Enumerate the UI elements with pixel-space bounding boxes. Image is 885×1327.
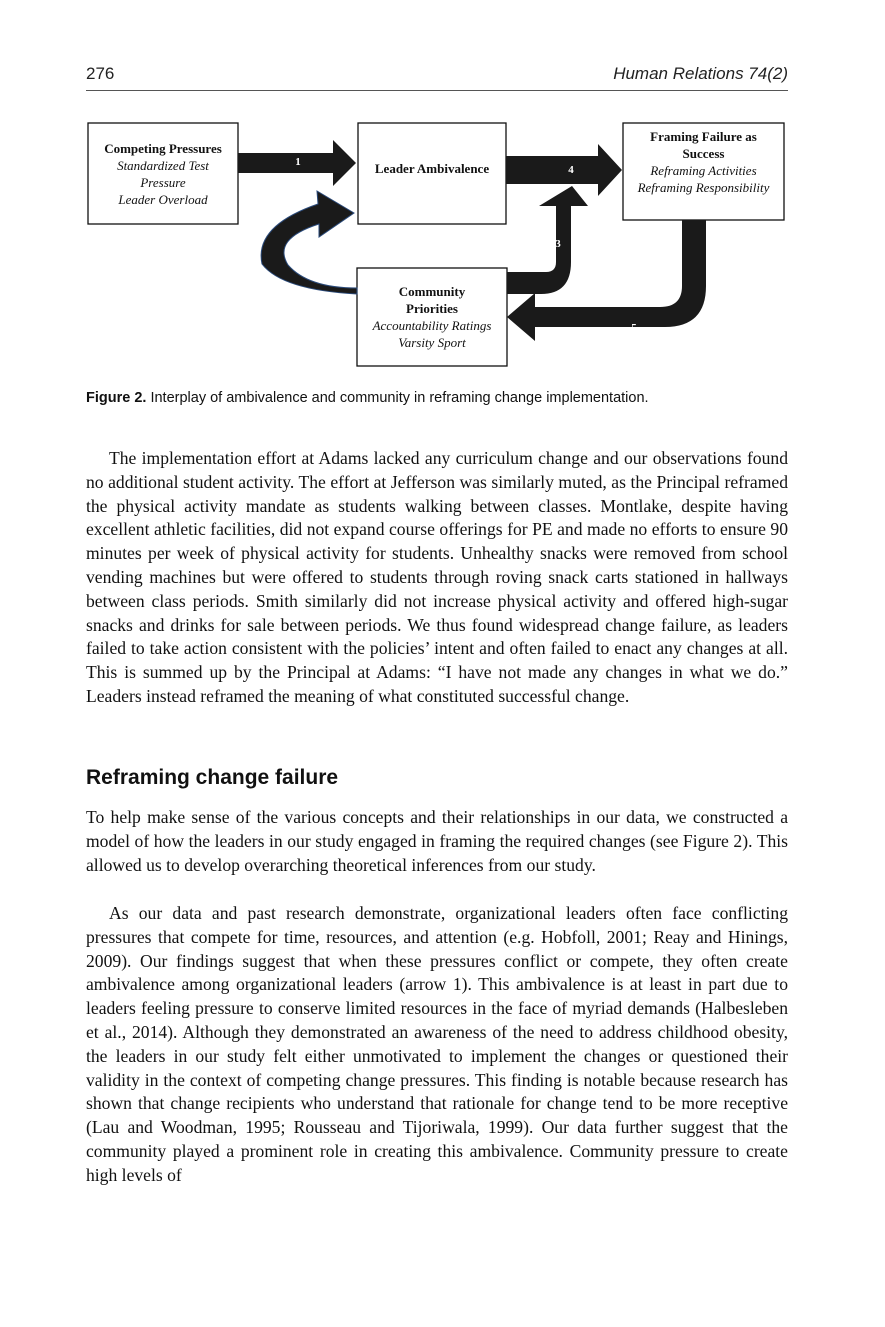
arrow-3 — [507, 186, 588, 294]
community-item: Varsity Sport — [398, 335, 466, 350]
box-leader-ambivalence — [357, 122, 507, 225]
community-title-line: Priorities — [406, 301, 458, 316]
arrow-2 — [260, 190, 358, 295]
community-item: Accountability Ratings — [372, 318, 492, 333]
paragraph-3: As our data and past research demonstrat… — [86, 903, 788, 1185]
caption-label: Figure 2. — [86, 390, 147, 406]
box-competing-pressures — [87, 122, 239, 225]
leader-ambivalence-title: Leader Ambivalence — [374, 161, 490, 176]
community-title-line: Community — [398, 284, 466, 299]
box-community-priorities — [356, 267, 508, 367]
arrow-5-label: 5 — [631, 322, 637, 334]
box-framing-failure — [622, 122, 785, 221]
competing-item: Pressure — [140, 175, 186, 190]
caption-text: Interplay of ambivalence and community i… — [150, 390, 649, 406]
figure-caption: Figure 2. Interplay of ambivalence and c… — [86, 390, 788, 406]
journal-title: Human Relations 74(2) — [613, 64, 788, 83]
leader-ambivalence-text: Leader Ambivalence — [358, 160, 506, 177]
framing-item: Reframing Activities — [650, 163, 757, 178]
arrow-4-label: 4 — [568, 164, 574, 176]
arrow-4 — [506, 144, 622, 196]
competing-item: Standardized Test — [117, 158, 209, 173]
competing-pressures-text: Competing Pressures Standardized Test Pr… — [88, 140, 238, 208]
framing-title-line: Framing Failure as — [650, 129, 757, 144]
competing-pressures-title: Competing Pressures — [104, 141, 222, 156]
arrow-2-label: 2 — [317, 301, 323, 313]
competing-item: Leader Overload — [118, 192, 208, 207]
arrow-5 — [507, 220, 706, 341]
paragraph-2: To help make sense of the various concep… — [86, 807, 788, 875]
arrow-3-label: 3 — [555, 238, 561, 250]
framing-failure-text: Framing Failure as Success Reframing Act… — [623, 128, 784, 196]
framing-title-line: Success — [682, 146, 725, 161]
framing-item: Reframing Responsibility — [637, 180, 770, 195]
page-number: 276 — [86, 64, 115, 83]
figure-diagram: Competing Pressures Standardized Test Pr… — [86, 118, 788, 373]
diagram-svg — [87, 122, 785, 367]
section-heading: Reframing change failure — [86, 766, 339, 789]
arrow-1-label: 1 — [295, 156, 301, 168]
running-head: 276 Human Relations 74(2) — [86, 64, 788, 91]
community-priorities-text: Community Priorities Accountability Rati… — [357, 283, 507, 351]
arrow-1 — [238, 140, 356, 186]
paragraph-1: The implementation effort at Adams lacke… — [86, 448, 788, 706]
